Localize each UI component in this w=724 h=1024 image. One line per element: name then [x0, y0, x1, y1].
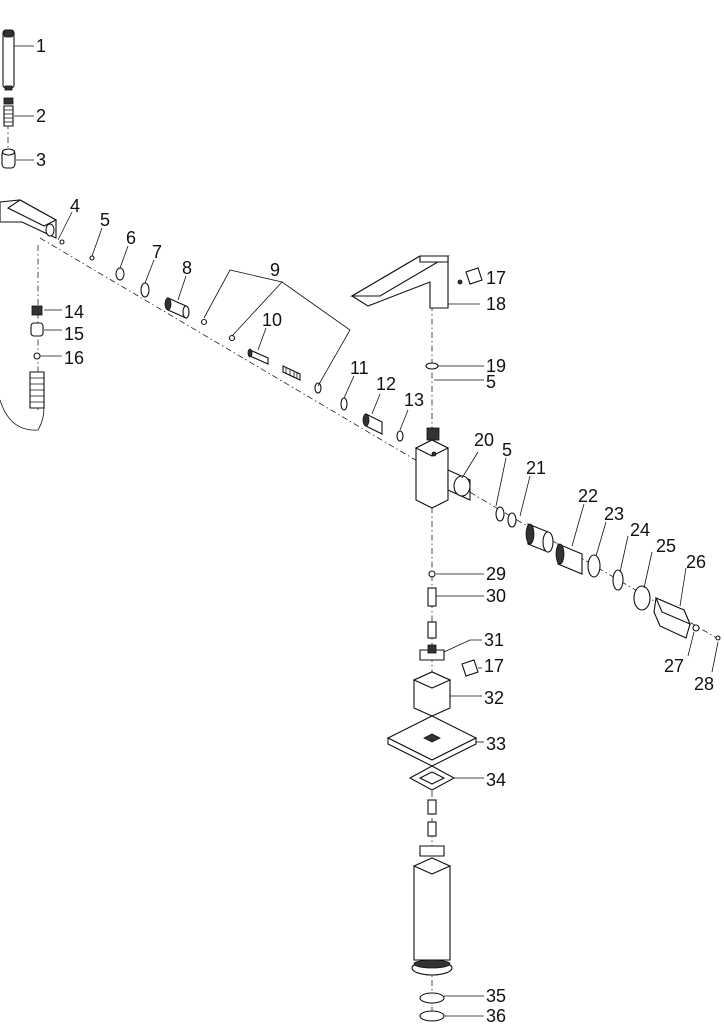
label-part-21: 21	[526, 458, 546, 478]
label-part-13: 13	[404, 390, 424, 410]
plug-28	[715, 635, 721, 641]
valve-12	[362, 413, 383, 435]
grub-screw-17-lower	[461, 659, 479, 677]
ring-24	[612, 569, 624, 591]
clip-31	[419, 644, 445, 661]
label-part-22: 22	[578, 486, 598, 506]
label-part-6: 6	[126, 228, 136, 248]
label-part-17a: 17	[486, 268, 506, 288]
thermostatic-cartridge	[525, 523, 554, 553]
label-part-34: 34	[486, 770, 506, 790]
axis-lines	[7, 30, 721, 1020]
spout	[349, 255, 451, 309]
valve-cartridge-8	[164, 297, 190, 319]
label-part-15: 15	[64, 324, 84, 344]
label-part-9: 9	[270, 260, 280, 280]
hose-connector	[3, 97, 14, 127]
axis-diagonal-main	[39, 237, 721, 641]
label-part-5a: 5	[100, 210, 110, 230]
screw-27	[692, 624, 700, 632]
gasket-34	[408, 765, 456, 791]
label-part-11: 11	[350, 358, 369, 378]
label-part-17b: 17	[484, 656, 504, 676]
label-part-12: 12	[376, 374, 396, 394]
part-number-labels: 1 2 3 4 5 6 7 8 9 10 11 12 13 14 15 16 1…	[36, 36, 714, 1024]
label-part-5b: 5	[486, 372, 496, 392]
label-part-3: 3	[36, 150, 46, 170]
column-tube	[411, 857, 453, 976]
shower-hose	[0, 305, 45, 431]
label-part-19: 19	[486, 356, 506, 376]
label-part-5c: 5	[502, 440, 512, 460]
cartridge-22	[555, 543, 583, 575]
label-part-10: 10	[262, 310, 282, 330]
label-part-7: 7	[152, 242, 162, 262]
label-part-29: 29	[486, 564, 506, 584]
column-parts	[386, 570, 479, 1022]
cap-25	[633, 585, 651, 611]
nut-23	[587, 554, 601, 578]
o-ring-19	[425, 362, 439, 370]
shower-bracket	[0, 199, 58, 239]
spindle-10	[247, 348, 269, 365]
label-part-8: 8	[182, 258, 192, 278]
label-part-1: 1	[36, 36, 46, 56]
floor-plate-33	[386, 715, 478, 767]
hand-shower	[2, 29, 15, 91]
sleeve-32	[412, 671, 452, 717]
label-part-16: 16	[64, 348, 84, 368]
diagonal-parts	[59, 239, 404, 442]
label-part-14: 14	[64, 302, 84, 322]
label-part-33: 33	[486, 734, 506, 754]
leader-lines	[14, 45, 719, 1017]
label-part-18: 18	[486, 294, 506, 314]
spring-10	[282, 365, 301, 381]
label-part-4: 4	[70, 196, 80, 216]
label-part-2: 2	[36, 106, 46, 126]
label-part-24: 24	[630, 520, 650, 540]
label-part-36: 36	[486, 1006, 506, 1024]
cone-holder	[1, 148, 16, 169]
o-ring-21a	[495, 506, 505, 522]
mixer-body	[414, 427, 471, 509]
label-part-20: 20	[474, 430, 494, 450]
label-part-23: 23	[604, 504, 624, 524]
o-ring-35	[419, 992, 445, 1004]
label-part-31: 31	[484, 630, 504, 650]
label-part-28: 28	[694, 674, 714, 694]
label-part-26: 26	[686, 552, 706, 572]
grub-screw-17-top	[457, 267, 483, 285]
label-part-30: 30	[486, 586, 506, 606]
label-part-35: 35	[486, 986, 506, 1006]
label-part-27: 27	[664, 656, 684, 676]
o-ring-36	[419, 1010, 445, 1022]
handle-26	[653, 596, 692, 639]
label-part-25: 25	[656, 536, 676, 556]
o-ring-21b	[507, 512, 517, 528]
label-part-32: 32	[484, 688, 504, 708]
